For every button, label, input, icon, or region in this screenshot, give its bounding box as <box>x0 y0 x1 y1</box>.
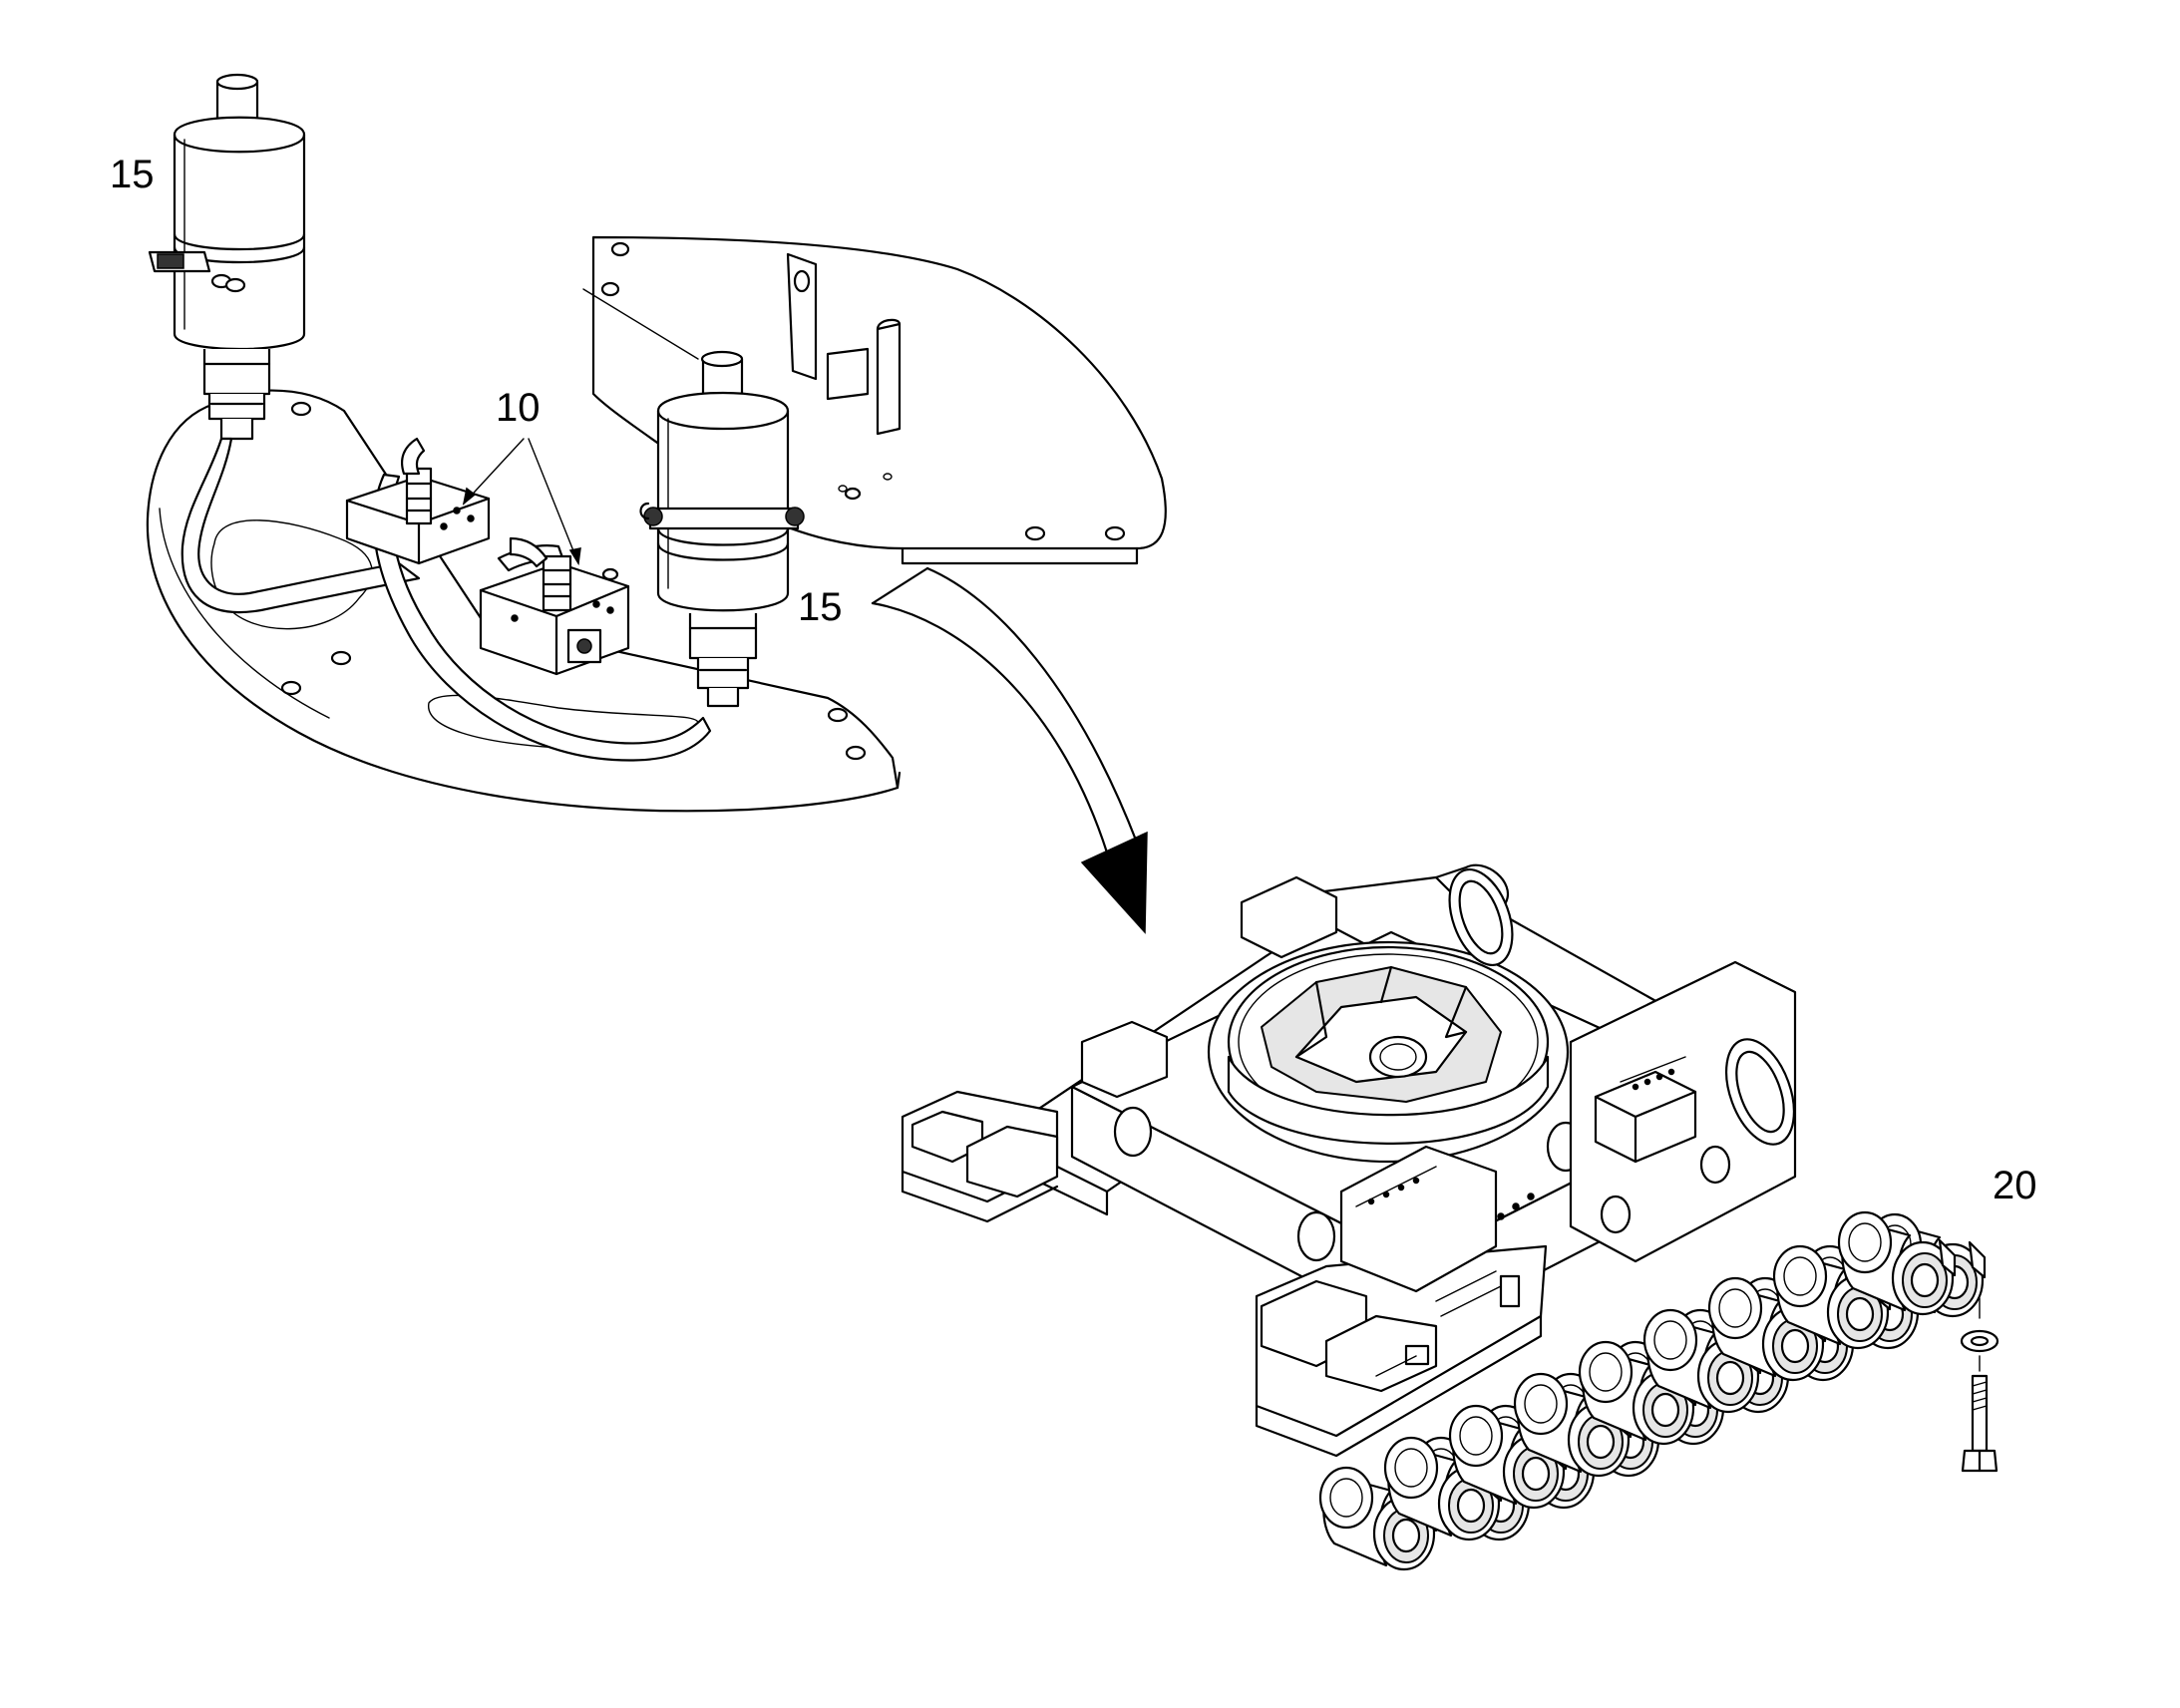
callout-10-leaders <box>462 438 581 566</box>
track-frame-rear <box>1434 863 1797 1263</box>
valve-blocks <box>345 437 630 676</box>
callout-15-right: 15 <box>798 585 843 629</box>
callout-10: 10 <box>496 386 541 430</box>
plate-brackets <box>786 252 902 436</box>
callout-20: 20 <box>1993 1164 2037 1207</box>
accumulator-left <box>148 73 306 441</box>
undercarriage-frame <box>901 863 1797 1458</box>
track-frame-front-lower <box>1255 1145 1632 1458</box>
track-rollers <box>1318 1210 1987 1571</box>
slewing-ring <box>1207 940 1570 1164</box>
track-roller <box>1837 1210 1957 1316</box>
track-frame-front-upper <box>901 875 1338 1223</box>
assembly-arrow <box>871 566 1148 934</box>
plate-bolts <box>280 401 867 761</box>
callout-15-left: 15 <box>110 153 155 196</box>
accumulator-right <box>639 350 805 708</box>
roller-bolt-and-washer <box>1960 1297 1999 1473</box>
